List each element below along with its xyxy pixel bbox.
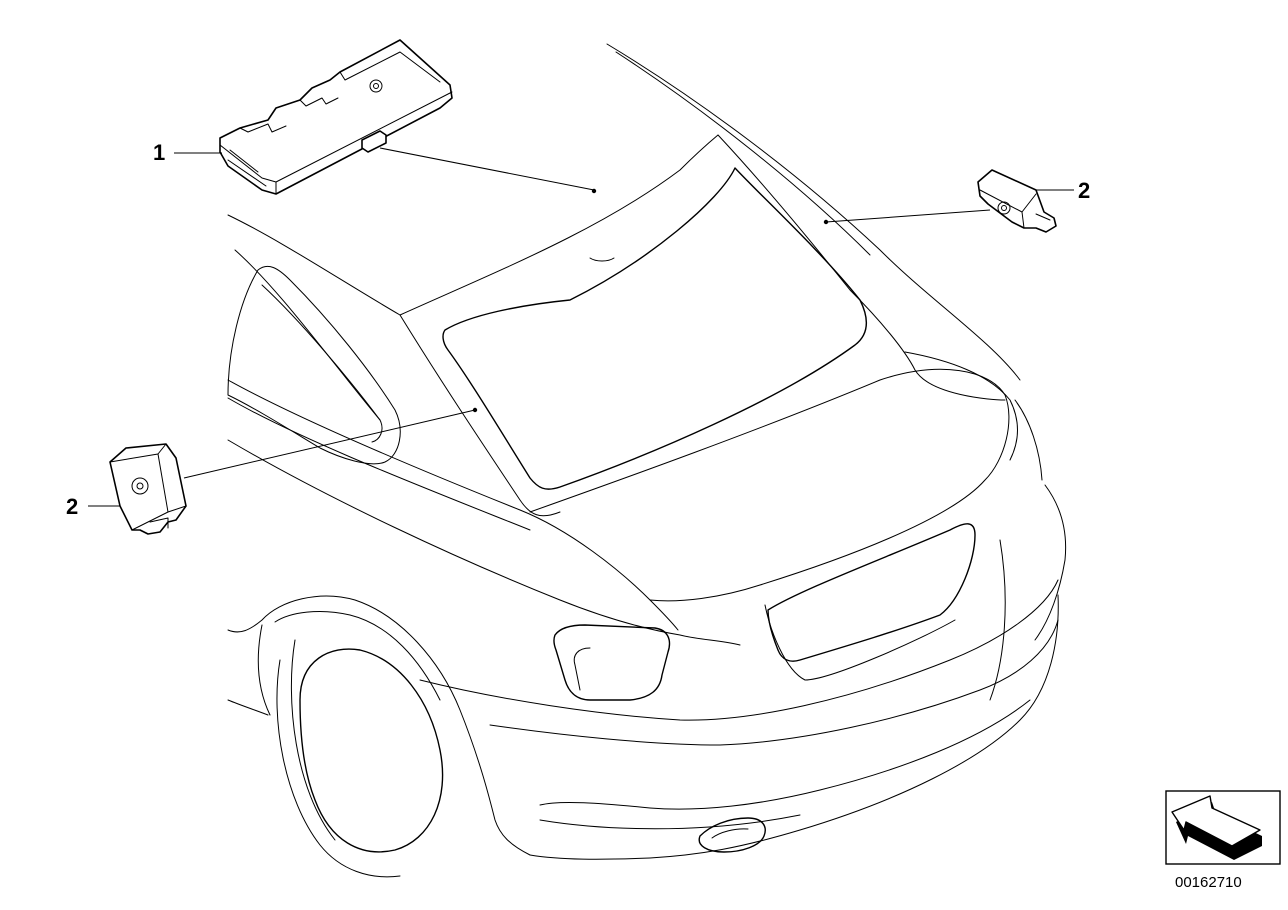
document-number: 00162710 xyxy=(1175,874,1242,891)
car-rear-outline xyxy=(227,43,1067,878)
callout-2-right: 2 xyxy=(1078,178,1090,203)
callout-1: 1 xyxy=(153,140,165,165)
arrow-icon xyxy=(1165,790,1281,865)
leader-lines xyxy=(88,147,1074,507)
antenna-diversity-module-left[interactable] xyxy=(109,443,187,535)
antenna-diversity-module-right[interactable] xyxy=(977,169,1057,233)
callout-2-left: 2 xyxy=(66,494,78,519)
antenna-amplifier-module[interactable] xyxy=(219,39,453,195)
